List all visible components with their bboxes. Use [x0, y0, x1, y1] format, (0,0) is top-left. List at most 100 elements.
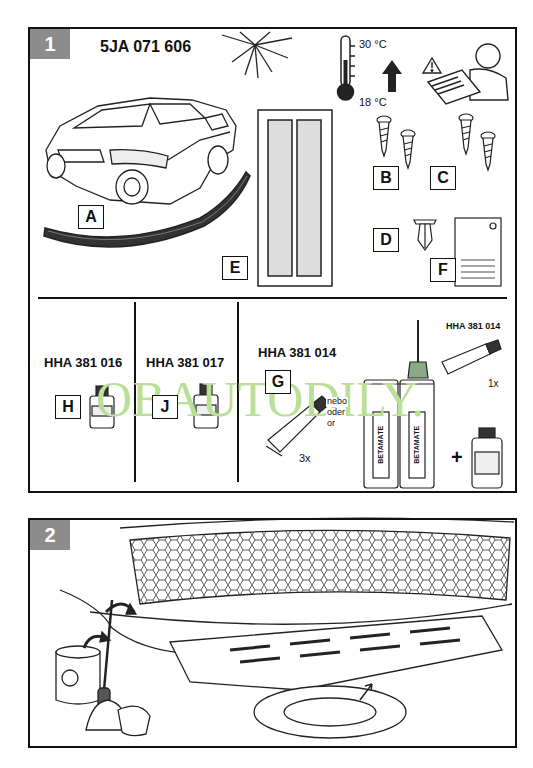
thermometer-icon-part	[350, 55, 355, 57]
screws-c	[459, 114, 495, 170]
part-letter: H	[62, 399, 74, 415]
star-symbol-part	[245, 45, 255, 75]
tube-small-part	[442, 344, 490, 374]
step-number: 1	[44, 33, 55, 56]
adhesive-strips-part	[297, 120, 321, 276]
part-letter-box: C	[430, 166, 456, 190]
read-manual-icon-part	[428, 70, 480, 104]
bumper-underside-part	[284, 698, 376, 726]
bumper-underside-part	[360, 684, 372, 700]
read-manual-icon-part	[423, 58, 441, 73]
clip-d-part	[418, 224, 432, 250]
tube-small	[442, 340, 501, 374]
activator-bottle-part	[479, 428, 495, 438]
thermometer-icon-part	[350, 75, 355, 77]
star-symbol	[222, 32, 292, 78]
alternative-note: oder	[326, 408, 346, 418]
cartridge-label: BETAMATE	[377, 425, 385, 465]
spoiler-part	[44, 172, 250, 247]
car-drawing-part	[110, 150, 168, 168]
leaflet-f-part	[455, 218, 501, 286]
divider-lines	[38, 298, 507, 482]
hand-screwdriver-part	[118, 706, 150, 735]
read-manual-icon-part	[432, 77, 464, 94]
watermark: OBAUTODILY.	[96, 372, 424, 427]
car-drawing-part	[47, 154, 65, 178]
read-manual-icon-part	[470, 69, 508, 100]
tube-small-part	[486, 340, 501, 354]
part-letter-box: A	[78, 205, 104, 229]
part-letter: G	[272, 374, 284, 390]
divider-lines-part	[38, 297, 507, 299]
hand-screwdriver-part	[104, 600, 112, 690]
part-letter: F	[438, 262, 448, 278]
screws-b-part	[404, 142, 412, 156]
bumper-underside-part	[130, 530, 510, 604]
car-drawing	[46, 98, 236, 204]
car-drawing-part	[124, 178, 140, 196]
read-manual-icon	[423, 44, 508, 104]
screws-c-part	[462, 126, 470, 140]
bumper-underside-part	[230, 628, 450, 650]
read-manual-icon-part	[431, 70, 433, 72]
star-symbol-part	[255, 38, 292, 45]
screws-c-part	[461, 120, 471, 154]
part-letter: C	[437, 170, 449, 186]
part-letter-box: J	[152, 395, 178, 419]
car-drawing-part	[58, 150, 104, 162]
car-drawing-part	[46, 98, 236, 204]
adhesive-strips-part	[268, 120, 292, 276]
part-letter-box: H	[55, 395, 81, 419]
part-letter-box: E	[222, 256, 248, 280]
activator-bottle	[472, 428, 502, 488]
step-tab: 1	[30, 29, 70, 59]
hand-screwdriver	[56, 600, 150, 736]
part-letter: J	[161, 399, 170, 415]
car-drawing-part	[168, 132, 230, 160]
activator-bottle-part	[475, 452, 499, 474]
step-panel: 2	[28, 518, 517, 748]
part-number: HHA 381 014	[258, 346, 336, 360]
clip-d	[414, 220, 436, 250]
thermometer-icon-part	[382, 60, 402, 92]
step-number: 2	[44, 524, 55, 547]
part-number: HHA 381 016	[44, 356, 122, 370]
car-drawing-part	[205, 114, 228, 130]
temperature: 18 °C	[359, 96, 387, 108]
hand-screwdriver-part	[56, 646, 100, 658]
part-number: HHA 381 017	[146, 356, 224, 370]
part-letter: D	[380, 232, 392, 248]
spoiler-part-part	[48, 176, 247, 240]
read-manual-icon-part	[476, 44, 500, 68]
star-symbol-part	[255, 45, 272, 72]
alternative-note: or	[326, 419, 336, 429]
part-number: 5JA 071 606	[100, 38, 191, 56]
star-symbol-part	[240, 32, 255, 45]
part-letter: E	[230, 260, 241, 276]
screws-c-part	[484, 144, 492, 158]
leaflet-f-part	[461, 260, 495, 278]
screws-b-part	[380, 128, 388, 142]
step-tab: 2	[30, 520, 70, 550]
thermometer-icon-part	[350, 45, 355, 47]
part-letter-box: F	[430, 258, 456, 282]
screws-c-part	[483, 138, 493, 170]
part-letter: A	[85, 209, 97, 225]
hand-screwdriver-part	[126, 604, 136, 614]
activator-bottle-part	[472, 438, 502, 488]
bumper-underside-part	[254, 686, 406, 738]
alternative-note: nebo	[326, 397, 348, 407]
step-panel: 1AEBCDFHJG	[28, 27, 517, 493]
quantity: 3x	[298, 452, 312, 464]
screws-b-part	[403, 136, 413, 168]
hand-screwdriver-part	[100, 632, 110, 642]
leaflet-f	[455, 218, 501, 286]
part-letter-box: G	[265, 370, 291, 394]
star-symbol-part	[255, 45, 288, 58]
cartridge-label: BETAMATE	[413, 425, 421, 465]
plus-sign: +	[451, 446, 463, 468]
car-drawing-part	[150, 104, 205, 124]
bumper-underside-part	[170, 616, 502, 690]
clip-d-part	[424, 224, 425, 248]
bumper-underside-part	[240, 640, 460, 662]
